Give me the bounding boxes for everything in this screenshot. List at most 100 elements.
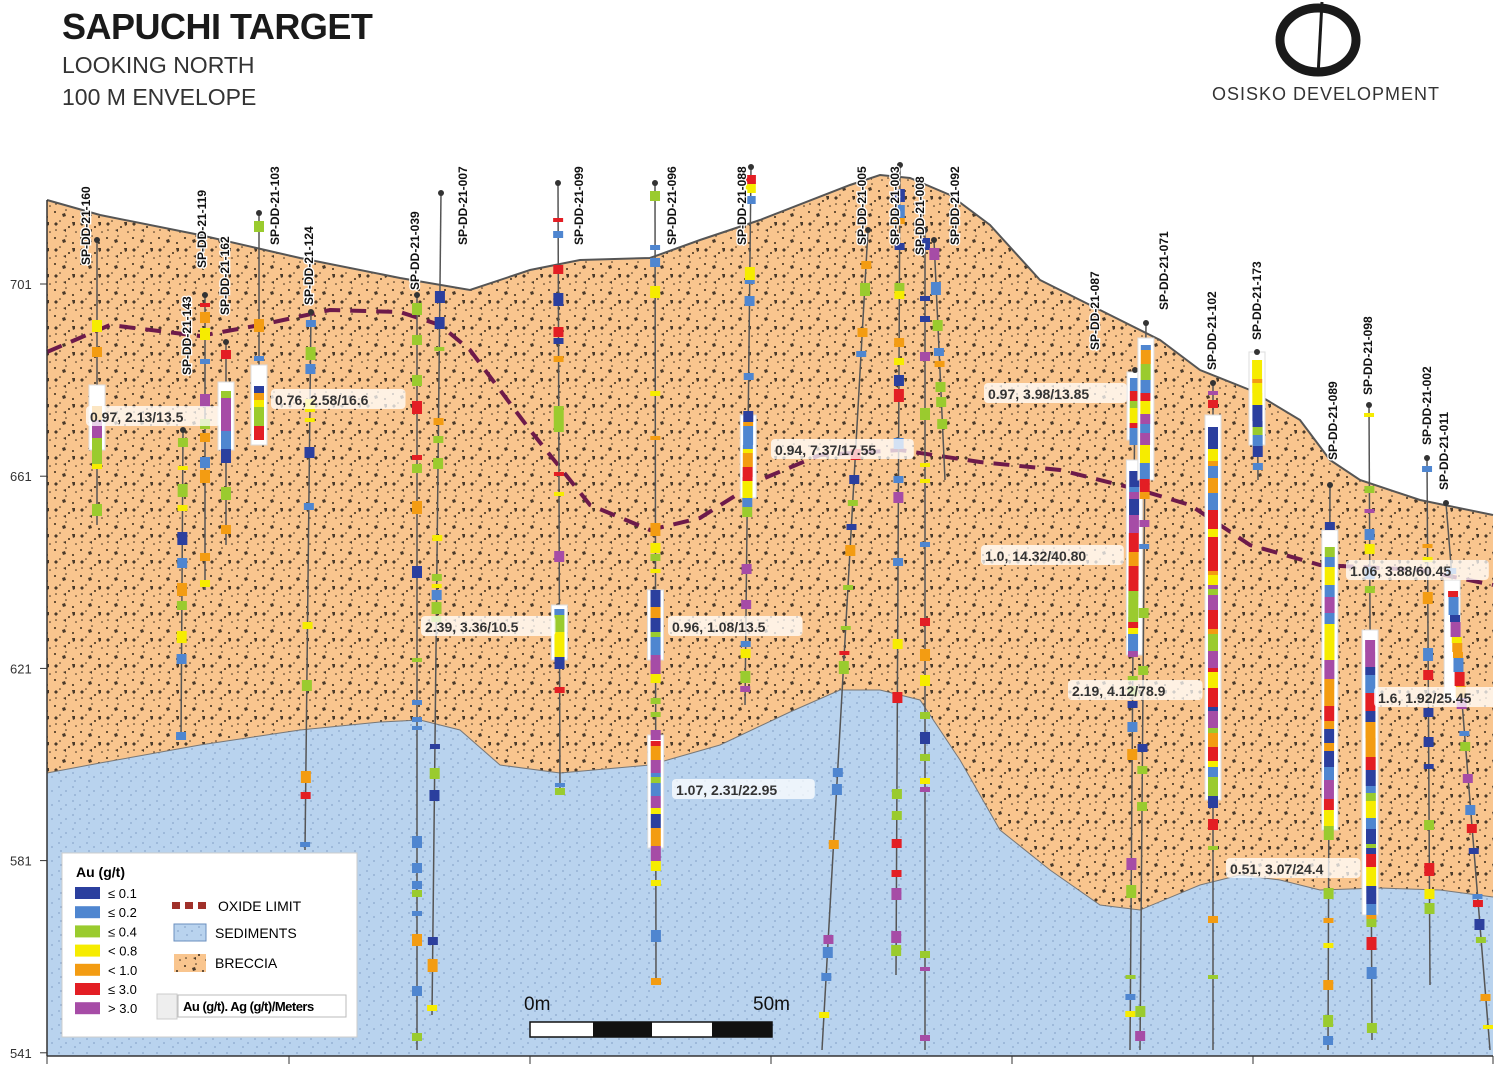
intercept-callout: 1.07, 2.31/22.95	[672, 779, 815, 799]
assay-interval	[1324, 585, 1335, 597]
assay-interval	[553, 293, 564, 306]
assay-interval	[433, 418, 444, 425]
assay-interval	[1208, 575, 1218, 585]
assay-interval	[554, 551, 565, 562]
grade-label: < 1.0	[108, 963, 137, 978]
assay-interval	[1139, 492, 1150, 499]
assay-interval	[412, 911, 422, 916]
drill-hole[interactable]: SP-DD-21-098	[1360, 315, 1379, 1041]
assay-interval	[177, 532, 188, 545]
assay-interval	[1129, 378, 1140, 384]
assay-interval	[1208, 427, 1218, 432]
assay-interval	[1364, 586, 1375, 593]
assay-interval	[920, 296, 930, 301]
assay-interval	[1450, 622, 1461, 637]
assay-interval	[200, 303, 210, 307]
drill-hole-label: SP-DD-21-143	[180, 296, 194, 375]
assay-interval	[221, 525, 231, 534]
intercept-callout: 0.51, 3.07/24.4	[1226, 858, 1361, 878]
drill-hole[interactable]: SP-DD-21-003	[887, 162, 905, 976]
assay-interval	[254, 393, 264, 400]
assay-interval	[177, 484, 188, 497]
assay-interval	[740, 686, 751, 692]
drill-hole[interactable]: SP-DD-21-039	[407, 210, 423, 1050]
assay-interval	[933, 348, 944, 356]
assay-interval	[92, 420, 102, 438]
assay-interval	[300, 771, 311, 783]
assay-interval	[920, 352, 930, 361]
drill-hole[interactable]: SP-DD-21-162	[217, 235, 235, 545]
assay-interval	[254, 386, 264, 393]
assay-interval	[200, 328, 210, 340]
assay-interval	[1208, 672, 1218, 688]
assay-interval	[304, 418, 315, 422]
assay-interval	[300, 842, 311, 847]
drill-hole[interactable]: SP-DD-21-088	[734, 164, 757, 706]
assay-interval	[1460, 742, 1471, 751]
drill-hole[interactable]: SP-DD-21-119	[194, 188, 210, 590]
assay-interval	[891, 811, 902, 820]
assay-interval	[254, 400, 264, 407]
assay-interval	[745, 184, 756, 193]
drill-hole[interactable]: SP-DD-21-099	[550, 165, 587, 796]
assay-interval	[650, 846, 661, 861]
assay-interval	[1128, 552, 1139, 566]
drill-hole[interactable]: SP-DD-21-071	[1135, 230, 1172, 1051]
assay-interval	[1474, 919, 1485, 930]
assay-interval	[742, 467, 753, 477]
assay-interval	[819, 1012, 830, 1018]
topography-line	[46, 173, 1494, 516]
assay-interval	[412, 700, 422, 705]
assay-interval	[1140, 433, 1151, 445]
assay-interval	[1208, 510, 1218, 529]
drill-hole[interactable]: SP-DD-21-005	[819, 165, 872, 1051]
assay-interval	[650, 391, 661, 396]
collar-marker	[1210, 380, 1216, 386]
assay-interval	[412, 881, 422, 889]
assay-interval	[742, 477, 753, 481]
assay-interval	[1422, 557, 1433, 562]
assay-interval	[200, 470, 210, 483]
drill-hole[interactable]: SP-DD-21-102	[1204, 290, 1222, 1050]
assay-interval	[1324, 751, 1335, 767]
assay-interval	[744, 296, 755, 306]
callout-box	[668, 616, 803, 636]
assay-interval	[861, 261, 872, 269]
assay-interval	[92, 347, 102, 357]
assay-interval	[254, 407, 264, 426]
drill-hole[interactable]: SP-DD-21-092	[929, 165, 963, 481]
assay-interval	[176, 654, 187, 664]
y-tick-label: 581	[10, 854, 32, 869]
assay-interval	[920, 675, 930, 686]
assay-interval	[894, 358, 905, 365]
drill-hole[interactable]: SP-DD-21-096	[647, 165, 680, 986]
drill-hole-label: SP-DD-21-096	[665, 166, 679, 245]
drill-hole[interactable]: SP-DD-21-008	[912, 175, 930, 1050]
drill-hole[interactable]: SP-DD-21-002	[1419, 365, 1435, 986]
drill-hole[interactable]: SP-DD-21-173	[1248, 260, 1266, 481]
assay-interval	[821, 973, 832, 981]
assay-interval	[1422, 466, 1433, 472]
drill-hole[interactable]: SP-DD-21-143	[176, 295, 195, 741]
grade-swatch	[75, 963, 100, 976]
drill-hole-label: SP-DD-21-005	[855, 166, 869, 245]
callout-box	[1226, 858, 1361, 878]
assay-interval	[1137, 744, 1148, 752]
assay-interval	[553, 218, 564, 222]
drill-hole[interactable]: SP-DD-21-103	[250, 165, 283, 446]
assay-interval	[429, 744, 440, 749]
assay-interval	[92, 320, 102, 332]
assay-interval	[650, 777, 661, 783]
grade-swatch	[75, 944, 100, 957]
assay-interval	[553, 327, 564, 337]
assay-interval	[840, 626, 851, 630]
oxide-limit-line	[46, 307, 1494, 587]
assay-interval	[92, 504, 102, 516]
assay-interval	[891, 931, 902, 943]
intercept-label: 0.96, 1.08/13.5	[672, 619, 766, 635]
drill-hole[interactable]: SP-DD-21-124	[300, 225, 317, 851]
drill-hole[interactable]: SP-DD-21-089	[1321, 380, 1341, 1051]
assay-interval	[412, 986, 422, 996]
assay-interval	[1208, 449, 1218, 461]
drill-hole[interactable]: SP-DD-21-007	[427, 165, 471, 1016]
